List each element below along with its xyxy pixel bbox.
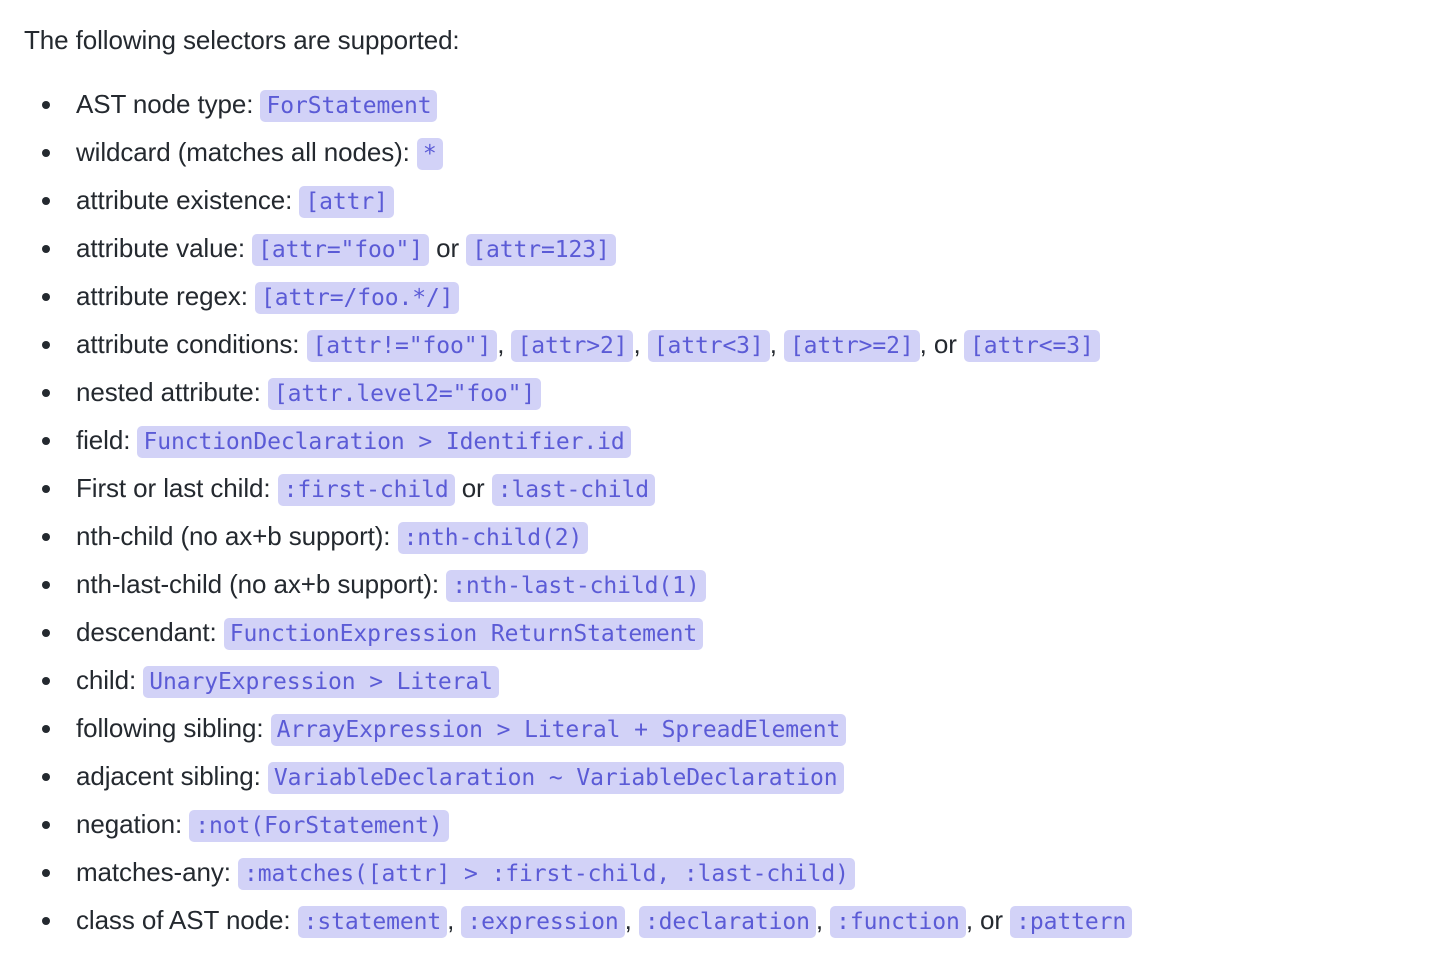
list-item: following sibling: ArrayExpression > Lit… — [24, 704, 1452, 752]
list-item-label: child: — [76, 664, 144, 695]
selector-code: :pattern — [1010, 905, 1133, 938]
list-item-label: attribute value: — [76, 232, 253, 263]
list-item: attribute existence: [attr] — [24, 176, 1452, 224]
list-item: matches-any: :matches([attr] > :first-ch… — [24, 848, 1452, 896]
selector-code: [attr="foo"] — [252, 233, 430, 266]
list-item-label: adjacent sibling: — [76, 760, 268, 791]
separator-text: , — [633, 328, 648, 359]
list-item-label: wildcard (matches all nodes): — [76, 136, 417, 167]
list-item: negation: :not(ForStatement) — [24, 800, 1452, 848]
list-item: adjacent sibling: VariableDeclaration ~ … — [24, 752, 1452, 800]
selector-code: ArrayExpression > Literal + SpreadElemen… — [270, 713, 847, 746]
selector-code: :not(ForStatement) — [189, 809, 449, 842]
list-item-label: field: — [76, 424, 138, 455]
selector-code: UnaryExpression > Literal — [143, 665, 499, 698]
list-item: descendant: FunctionExpression ReturnSta… — [24, 608, 1452, 656]
separator-text: , or — [965, 904, 1011, 935]
separator-text: , — [624, 904, 639, 935]
selectors-document: The following selectors are supported: A… — [24, 25, 1452, 944]
list-item-label: nth-child (no ax+b support): — [76, 520, 398, 551]
list-item: nested attribute: [attr.level2="foo"] — [24, 368, 1452, 416]
selector-code: FunctionExpression ReturnStatement — [223, 617, 704, 650]
list-item: attribute regex: [attr=/foo.*/] — [24, 272, 1452, 320]
list-item: wildcard (matches all nodes): * — [24, 128, 1452, 176]
selector-code: :matches([attr] > :first-child, :last-ch… — [238, 857, 855, 890]
selector-code: :last-child — [491, 473, 655, 506]
selector-code: :expression — [461, 905, 625, 938]
list-item-label: AST node type: — [76, 88, 261, 119]
list-item-label: negation: — [76, 808, 190, 839]
selector-code: :nth-last-child(1) — [446, 569, 706, 602]
list-item-label: class of AST node: — [76, 904, 298, 935]
selector-code: [attr>=2] — [783, 329, 920, 362]
selector-code: :statement — [297, 905, 448, 938]
selector-code: [attr<3] — [647, 329, 770, 362]
list-item: class of AST node: :statement, :expressi… — [24, 896, 1452, 944]
selector-code: [attr=/foo.*/] — [254, 281, 460, 314]
intro-paragraph: The following selectors are supported: — [24, 25, 460, 55]
list-item-label: following sibling: — [76, 712, 271, 743]
selector-code: [attr.level2="foo"] — [267, 377, 542, 410]
selector-code: [attr] — [299, 185, 394, 218]
selector-code: [attr>2] — [511, 329, 634, 362]
selector-code: :function — [830, 905, 966, 938]
separator-text: or — [429, 232, 467, 263]
list-item: attribute conditions: [attr!="foo"], [at… — [24, 320, 1452, 368]
list-item: AST node type: ForStatement — [24, 80, 1452, 128]
separator-text: , — [497, 328, 512, 359]
list-item: attribute value: [attr="foo"] or [attr=1… — [24, 224, 1452, 272]
separator-text: , — [447, 904, 462, 935]
selector-code: ForStatement — [260, 89, 438, 122]
list-item: First or last child: :first-child or :la… — [24, 464, 1452, 512]
selector-code: * — [416, 137, 443, 170]
list-item-label: nested attribute: — [76, 376, 268, 407]
list-item-label: attribute existence: — [76, 184, 300, 215]
separator-text: , or — [919, 328, 964, 359]
list-item-label: nth-last-child (no ax+b support): — [76, 568, 447, 599]
list-item-label: attribute regex: — [76, 280, 255, 311]
separator-text: or — [454, 472, 492, 503]
selector-code: [attr<=3] — [963, 329, 1100, 362]
list-item-label: attribute conditions: — [76, 328, 307, 359]
selector-code: [attr!="foo"] — [306, 329, 498, 362]
list-item-label: matches-any: — [76, 856, 238, 887]
selector-code: [attr=123] — [466, 233, 616, 266]
list-item: nth-child (no ax+b support): :nth-child(… — [24, 512, 1452, 560]
selector-code: :nth-child(2) — [397, 521, 589, 554]
selector-code: VariableDeclaration ~ VariableDeclaratio… — [267, 761, 844, 794]
selector-code: :declaration — [638, 905, 816, 938]
separator-text: , — [769, 328, 784, 359]
list-item-label: descendant: — [76, 616, 224, 647]
selector-code: FunctionDeclaration > Identifier.id — [137, 425, 631, 458]
list-item: field: FunctionDeclaration > Identifier.… — [24, 416, 1452, 464]
selector-code: :first-child — [277, 473, 455, 506]
separator-text: , — [815, 904, 831, 935]
list-item-label: First or last child: — [76, 472, 278, 503]
list-item: child: UnaryExpression > Literal — [24, 656, 1452, 704]
list-item: nth-last-child (no ax+b support): :nth-l… — [24, 560, 1452, 608]
